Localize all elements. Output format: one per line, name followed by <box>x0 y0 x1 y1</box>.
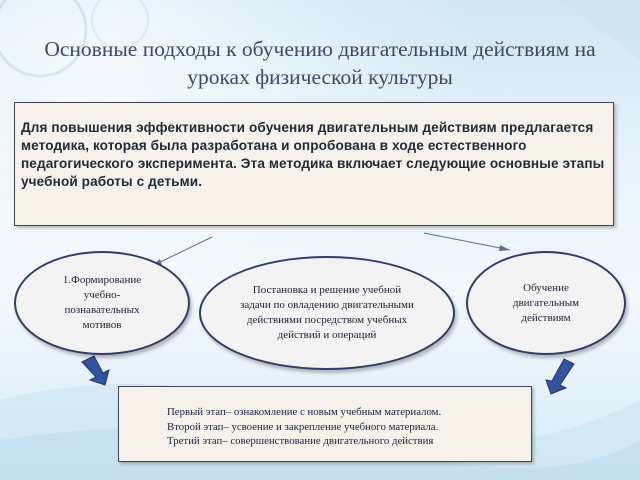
slide-title: Основные подходы к обучению двигательным… <box>44 37 596 89</box>
down-arrow-left-icon <box>81 355 110 386</box>
stage-first: Первый этап– ознакомление с новым учебны… <box>167 406 442 418</box>
intro-text: Для повышения эффективности обучения дви… <box>21 120 605 189</box>
approach-training-ellipse: Обучение двигательным действиям <box>466 251 626 355</box>
connector-line-right <box>423 232 511 251</box>
approach-task-text: Постановка и решение учебной задачи по о… <box>240 284 414 341</box>
connector-line-left <box>151 236 213 267</box>
stage-second: Второй этап– усвоение и закрепление учеб… <box>167 421 439 433</box>
stages-box: Первый этап– ознакомление с новым учебны… <box>118 386 532 462</box>
approach-task-ellipse: Постановка и решение учебной задачи по о… <box>199 256 455 370</box>
down-arrow-right-icon <box>545 358 575 395</box>
approach-motivation-ellipse: 1.Формирование учебно-познавательных мот… <box>14 251 190 355</box>
approach-training-text: Обучение двигательным действиям <box>512 281 580 324</box>
stage-third: Третий этап– совершенствование двигатель… <box>167 435 434 447</box>
connector-arrowhead-right <box>499 245 510 251</box>
intro-box: Для повышения эффективности обучения дви… <box>14 102 614 226</box>
approach-motivation-text: 1.Формирование учебно-познавательных мот… <box>62 274 142 331</box>
